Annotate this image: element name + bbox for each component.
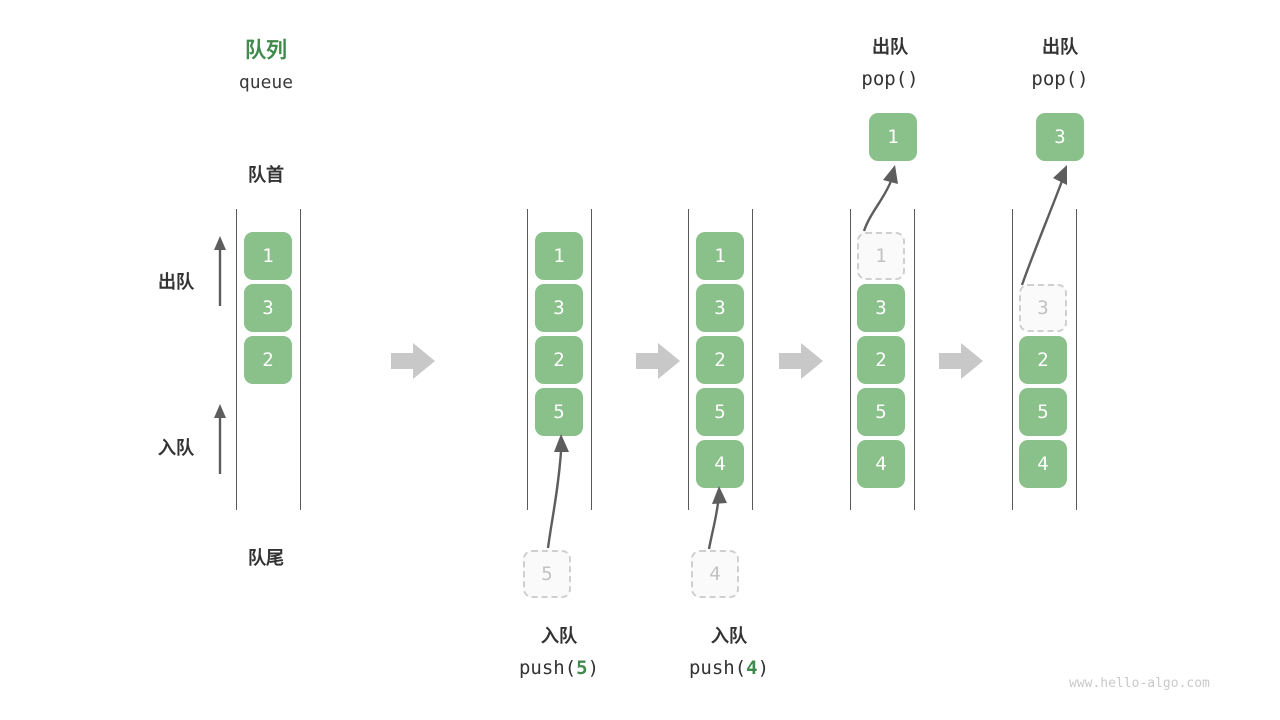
queue-cell: 5 [857,388,905,436]
queue-cell: 5 [1019,388,1067,436]
popped-element: 1 [869,113,917,161]
queue-title-cn: 队列 [245,39,287,62]
watermark: www.hello-algo.com [1069,676,1210,691]
rail-left-step-1 [236,209,237,510]
front-label: 队首 [248,165,284,185]
rear-label: 队尾 [248,548,284,568]
dequeue-arrow-icon [862,165,898,232]
queue-cell: 3 [696,284,744,332]
enqueue-arrow-icon [707,486,727,550]
rail-right-step-4 [914,209,915,510]
step-caption-cn: 出队 [872,37,908,57]
queue-cell: 2 [1019,336,1067,384]
step-caption-code: pop() [1031,68,1089,90]
popped-element: 3 [1036,113,1084,161]
enqueue-arrow-icon [546,434,569,549]
push-code-arg: 5 [576,657,588,679]
queue-cell: 2 [857,336,905,384]
enqueue-direction-label: 入队 [158,438,194,458]
queue-cell: 1 [696,232,744,280]
queue-cell: 5 [535,388,583,436]
queue-cell: 5 [696,388,744,436]
dequeued-slot-ghost: 1 [857,232,905,280]
push-code-prefix: push( [518,657,577,679]
rail-right-step-2 [591,209,592,510]
queue-cell: 3 [244,284,292,332]
queue-cell: 4 [1019,440,1067,488]
rail-left-step-3 [688,209,689,510]
step-caption-cn: 出队 [1042,37,1078,57]
step-caption-code: push(5) [489,657,629,679]
queue-cell: 2 [244,336,292,384]
incoming-element-ghost: 5 [523,550,571,598]
queue-cell: 3 [857,284,905,332]
transition-arrow-icon [636,343,680,379]
transition-arrow-icon [391,343,435,379]
transition-arrow-icon [779,343,823,379]
enqueue-direction-arrow-icon [214,404,226,474]
dequeue-direction-arrow-icon [214,236,226,306]
queue-cell: 4 [857,440,905,488]
step-caption-code: push(4) [659,657,799,679]
push-code-arg: 4 [746,657,758,679]
rail-left-step-4 [850,209,851,510]
push-code-prefix: push( [688,657,747,679]
rail-right-step-1 [300,209,301,510]
rail-left-step-2 [527,209,528,510]
transition-arrow-icon [939,343,983,379]
queue-title-code: queue [238,72,294,93]
queue-cell: 2 [535,336,583,384]
queue-cell: 1 [535,232,583,280]
queue-cell: 4 [696,440,744,488]
incoming-element-ghost: 4 [691,550,739,598]
rail-right-step-5 [1076,209,1077,510]
dequeue-direction-label: 出队 [158,272,194,292]
queue-cell: 1 [244,232,292,280]
step-caption-code: pop() [861,68,919,90]
rail-right-step-3 [752,209,753,510]
push-code-suffix: ) [587,657,600,679]
dequeued-slot-ghost: 3 [1019,284,1067,332]
push-code-suffix: ) [757,657,770,679]
queue-cell: 2 [696,336,744,384]
step-caption-cn: 入队 [541,626,577,646]
step-caption-cn: 入队 [711,626,747,646]
rail-left-step-5 [1012,209,1013,510]
queue-cell: 3 [535,284,583,332]
dequeue-arrow-icon [1020,165,1067,286]
